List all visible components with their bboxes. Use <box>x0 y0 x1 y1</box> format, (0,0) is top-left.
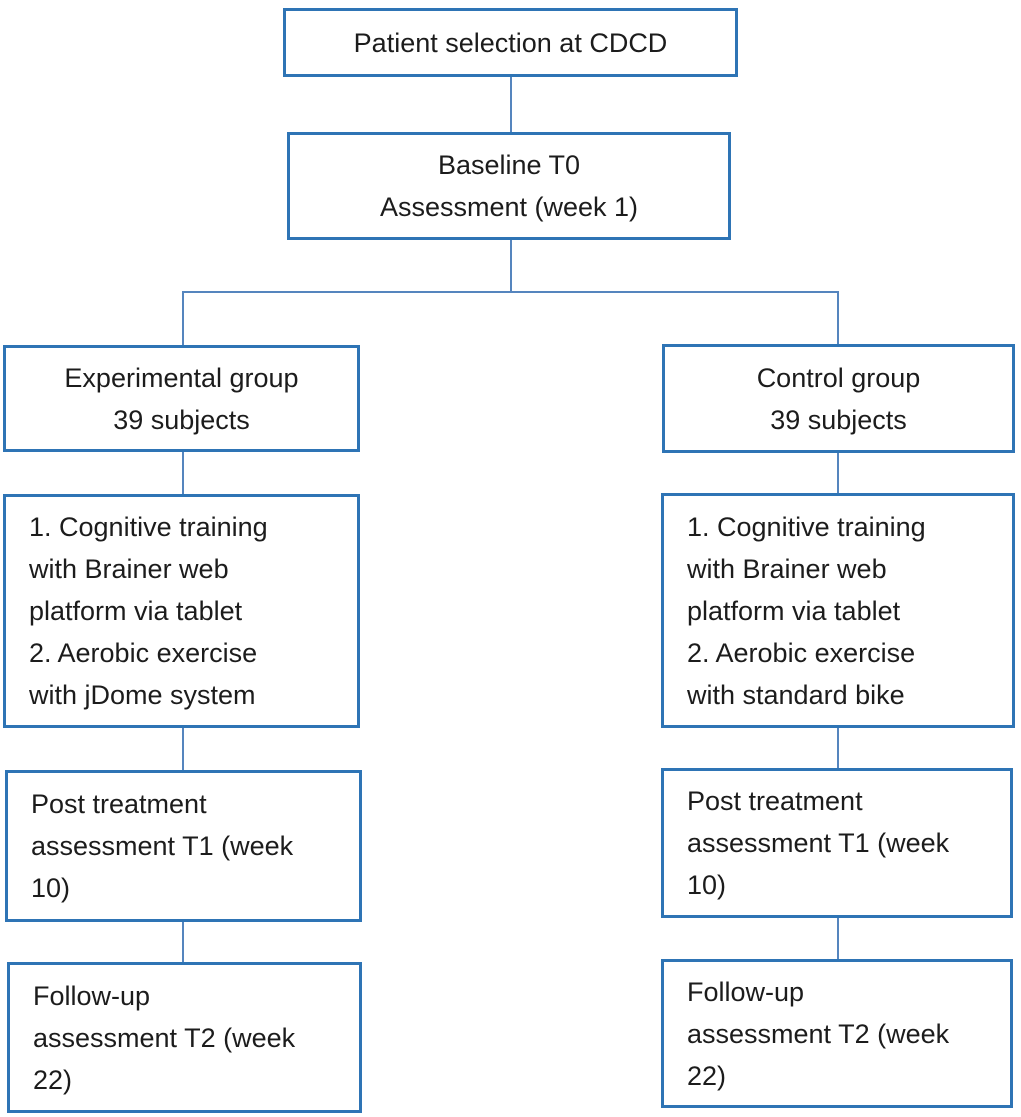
node-text-line: Assessment (week 1) <box>379 192 639 222</box>
node-control-group: Control group 39 subjects <box>662 344 1015 453</box>
node-text-line: Experimental group <box>64 362 299 393</box>
connector-branch-to-experimental <box>182 291 184 346</box>
node-text-line: assessment T1 (week <box>31 831 294 861</box>
node-text-line: platform via tablet <box>687 595 901 626</box>
connector-branch-to-control <box>837 291 839 345</box>
node-text-line: 1. Cognitive training <box>29 512 268 542</box>
node-text-line: Control group <box>756 362 921 393</box>
node-text-line: with Brainer web <box>687 553 887 584</box>
node-text-line: Post treatment <box>687 786 863 816</box>
node-text-line: Follow-up <box>687 976 805 1007</box>
connector-experimental-to-treatment <box>182 452 184 495</box>
node-control-post-treatment: Post treatment assessment T1 (week 10) <box>661 768 1013 918</box>
connector-experimental-post-to-followup <box>182 922 184 963</box>
connector-control-post-to-followup <box>837 918 839 960</box>
node-text-line: Follow-up <box>33 980 151 1011</box>
node-text-line: 1. Cognitive training <box>687 511 926 542</box>
node-text-line: with standard bike <box>687 679 905 710</box>
connector-branch-horizontal <box>182 291 839 293</box>
node-text-line: 22) <box>33 1064 73 1095</box>
node-text-line: assessment T2 (week <box>33 1022 296 1053</box>
node-control-followup: Follow-up assessment T2 (week 22) <box>661 959 1013 1108</box>
connector-patient-to-baseline <box>510 77 512 133</box>
node-text-line: 22) <box>687 1060 727 1091</box>
node-text-line: platform via tablet <box>29 596 243 626</box>
node-text-line: Baseline T0 <box>437 150 581 180</box>
connector-baseline-to-branch <box>510 240 512 293</box>
node-text-line: 10) <box>687 870 727 900</box>
node-text-line: Post treatment <box>31 789 207 819</box>
node-patient-selection: Patient selection at CDCD <box>283 8 738 77</box>
node-experimental-group: Experimental group 39 subjects <box>3 345 360 452</box>
node-text-line: Patient selection at CDCD <box>353 27 668 58</box>
node-text-line: assessment T1 (week <box>687 828 950 858</box>
connector-control-treatment-to-post <box>837 728 839 769</box>
node-text-line: 2. Aerobic exercise <box>687 637 916 668</box>
node-text-line: 10) <box>31 873 71 903</box>
node-text-line: with Brainer web <box>29 554 229 584</box>
node-text-line: with jDome system <box>29 680 256 710</box>
node-baseline-assessment: Baseline T0 Assessment (week 1) <box>287 132 731 240</box>
node-text-line: 39 subjects <box>770 404 907 435</box>
node-text-line: assessment T2 (week <box>687 1018 950 1049</box>
node-experimental-post-treatment: Post treatment assessment T1 (week 10) <box>5 770 362 922</box>
node-text-line: 39 subjects <box>113 404 250 435</box>
node-experimental-treatment: 1. Cognitive training with Brainer web p… <box>3 494 360 728</box>
node-control-treatment: 1. Cognitive training with Brainer web p… <box>661 493 1015 728</box>
node-text-line: 2. Aerobic exercise <box>29 638 258 668</box>
node-experimental-followup: Follow-up assessment T2 (week 22) <box>7 962 362 1113</box>
connector-experimental-treatment-to-post <box>182 728 184 771</box>
connector-control-to-treatment <box>837 453 839 494</box>
